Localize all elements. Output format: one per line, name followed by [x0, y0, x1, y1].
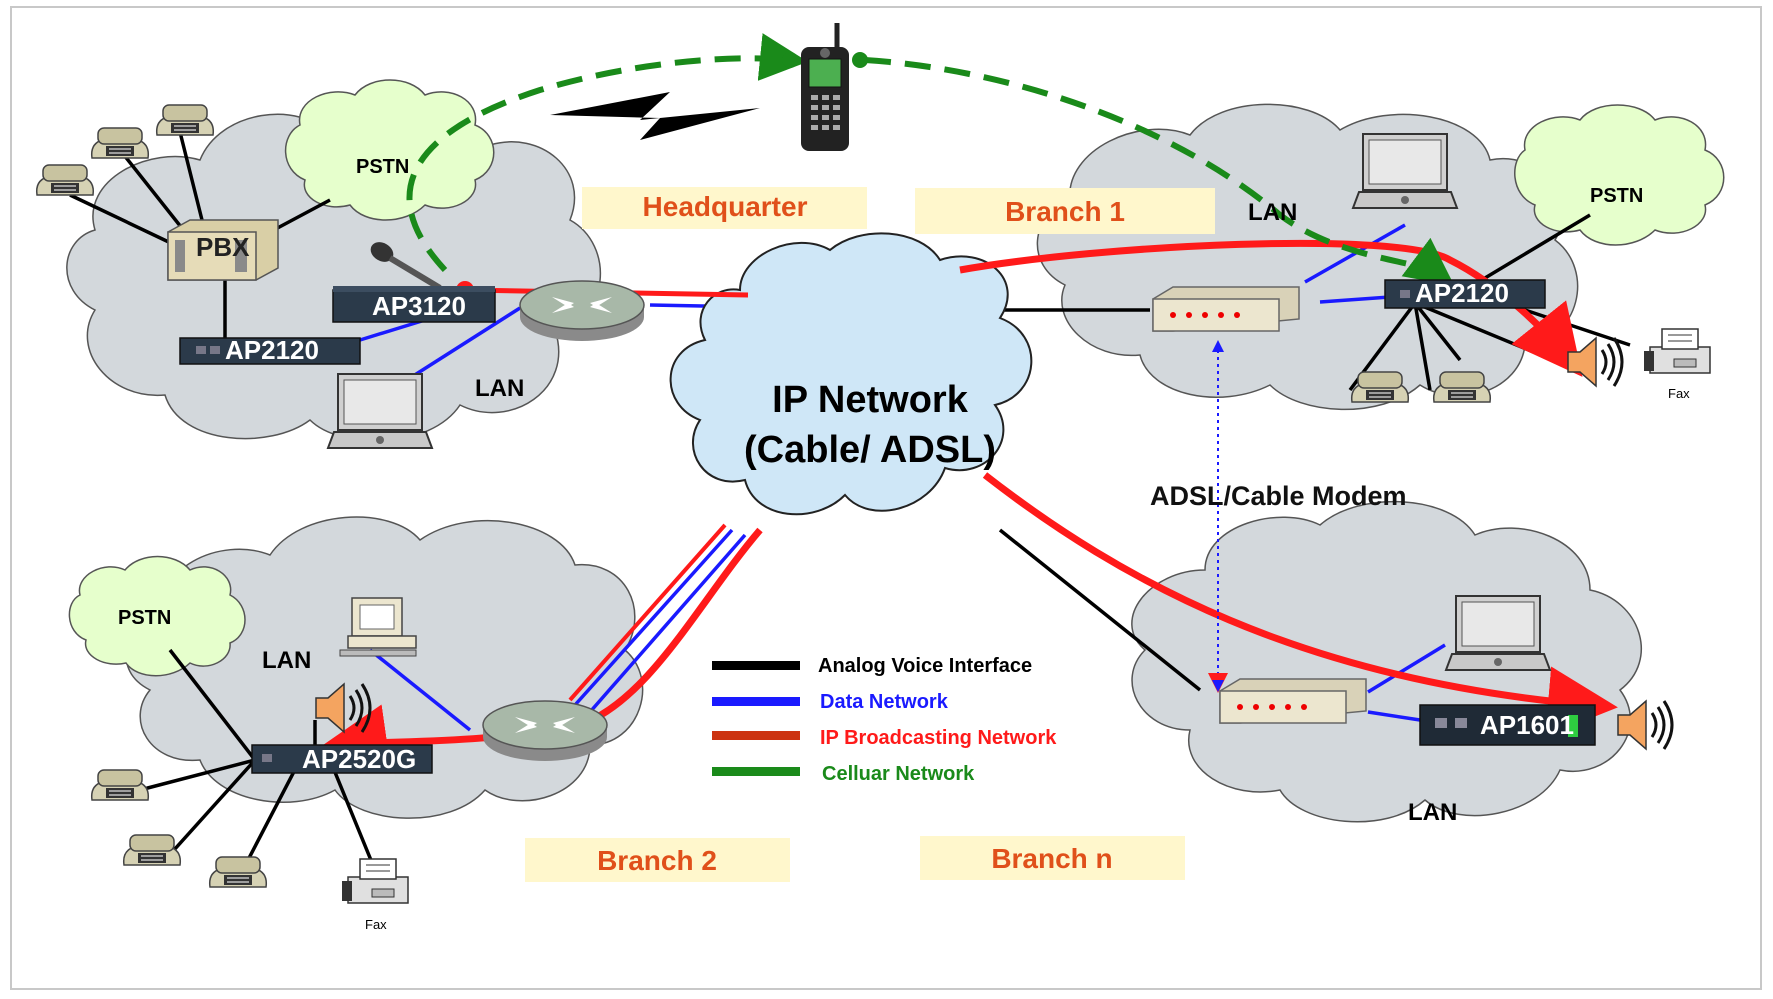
- headquarter-label: Headquarter: [643, 191, 808, 222]
- branchn-label: Branch n: [991, 843, 1112, 874]
- ip-network-title: IP Network: [772, 379, 969, 421]
- b2-pstn-label: PSTN: [118, 607, 171, 629]
- fax-icon: [341, 858, 409, 904]
- modem-label: ADSL/Cable Modem: [1150, 481, 1407, 511]
- ap3120-label: AP3120: [372, 291, 466, 321]
- b1-modem: [1152, 286, 1300, 332]
- diagram-frame: [10, 6, 1762, 990]
- ip-network-subtitle: (Cable/ ADSL): [744, 429, 996, 471]
- laptop-icon: [1445, 595, 1551, 671]
- telephone-icon: [1350, 371, 1410, 403]
- b1-pstn-label: PSTN: [1590, 185, 1643, 207]
- b1-pstn-cloud: [1514, 104, 1725, 246]
- legend-swatch-cellular: [712, 767, 800, 776]
- legend-swatch-voice: [712, 661, 800, 670]
- branch1-cloud: [1036, 103, 1579, 411]
- ap2120-hq-device: [179, 337, 361, 365]
- b1-lan-label: LAN: [1248, 199, 1297, 226]
- telephone-icon: [90, 769, 150, 801]
- b2-pstn-cloud: [68, 555, 246, 677]
- telephone-icon: [155, 104, 215, 136]
- hq-pstn-cloud: [284, 79, 495, 221]
- legend-label-data: Data Network: [820, 691, 949, 713]
- legend-swatch-data: [712, 697, 800, 706]
- hq-router: [519, 280, 645, 342]
- pbx-label: PBX: [196, 232, 250, 262]
- telephone-icon: [208, 856, 268, 888]
- hq-lan-label: LAN: [475, 375, 524, 402]
- telephone-icon: [90, 127, 150, 159]
- ap2520g-device: [251, 744, 433, 774]
- ap2120-hq-label: AP2120: [225, 335, 319, 365]
- legend-label-voice: Analog Voice Interface: [818, 655, 1032, 677]
- telephone-icon: [1432, 371, 1492, 403]
- desktop-computer-icon: [339, 597, 417, 657]
- telephone-icon: [122, 834, 182, 866]
- branchn-label-box: [920, 836, 1185, 880]
- laptop-icon: [1352, 133, 1458, 209]
- branch1-label: Branch 1: [1005, 196, 1125, 227]
- b2-router: [482, 700, 608, 762]
- ap1601-device: [1419, 704, 1596, 746]
- ap1601-label: AP1601: [1480, 710, 1574, 740]
- microphone-icon: [370, 242, 442, 291]
- ap2520g-label: AP2520G: [302, 744, 416, 774]
- fax-icon: [1643, 328, 1711, 374]
- b2-fax-label: Fax: [365, 917, 387, 932]
- legend-swatch-ip-broadcast: [712, 731, 800, 740]
- telephone-icon: [35, 164, 95, 196]
- branch2-label-box: [525, 838, 790, 882]
- bn-modem: [1219, 678, 1367, 724]
- branch2-label: Branch 2: [597, 845, 717, 876]
- b2-lan-label: LAN: [262, 647, 311, 674]
- bn-lan-label: LAN: [1408, 799, 1457, 826]
- ap3120-device: [332, 286, 496, 323]
- legend-label-cellular: Celluar Network: [822, 763, 975, 785]
- pbx-device: [167, 219, 279, 281]
- headquarter-label-box: [582, 187, 867, 229]
- ap2120-b1-label: AP2120: [1415, 278, 1509, 308]
- branchn-cloud: [1131, 500, 1642, 823]
- hq-pstn-label: PSTN: [356, 156, 409, 178]
- legend-label-ip-broadcast: IP Broadcasting Network: [820, 727, 1057, 749]
- cellular-network-lines: [406, 33, 1455, 286]
- ap2120-b1-device: [1384, 279, 1546, 309]
- laptop-icon: [327, 373, 433, 449]
- legend: Analog Voice Interface Data Network IP B…: [712, 655, 1057, 785]
- branch1-label-box: [915, 188, 1215, 234]
- wireless-signal-icon: [550, 92, 760, 140]
- b1-fax-label: Fax: [1668, 386, 1690, 401]
- ip-network-cloud: [669, 232, 1033, 516]
- mobile-phone-icon: [801, 23, 849, 151]
- speaker-icon: [1566, 336, 1624, 388]
